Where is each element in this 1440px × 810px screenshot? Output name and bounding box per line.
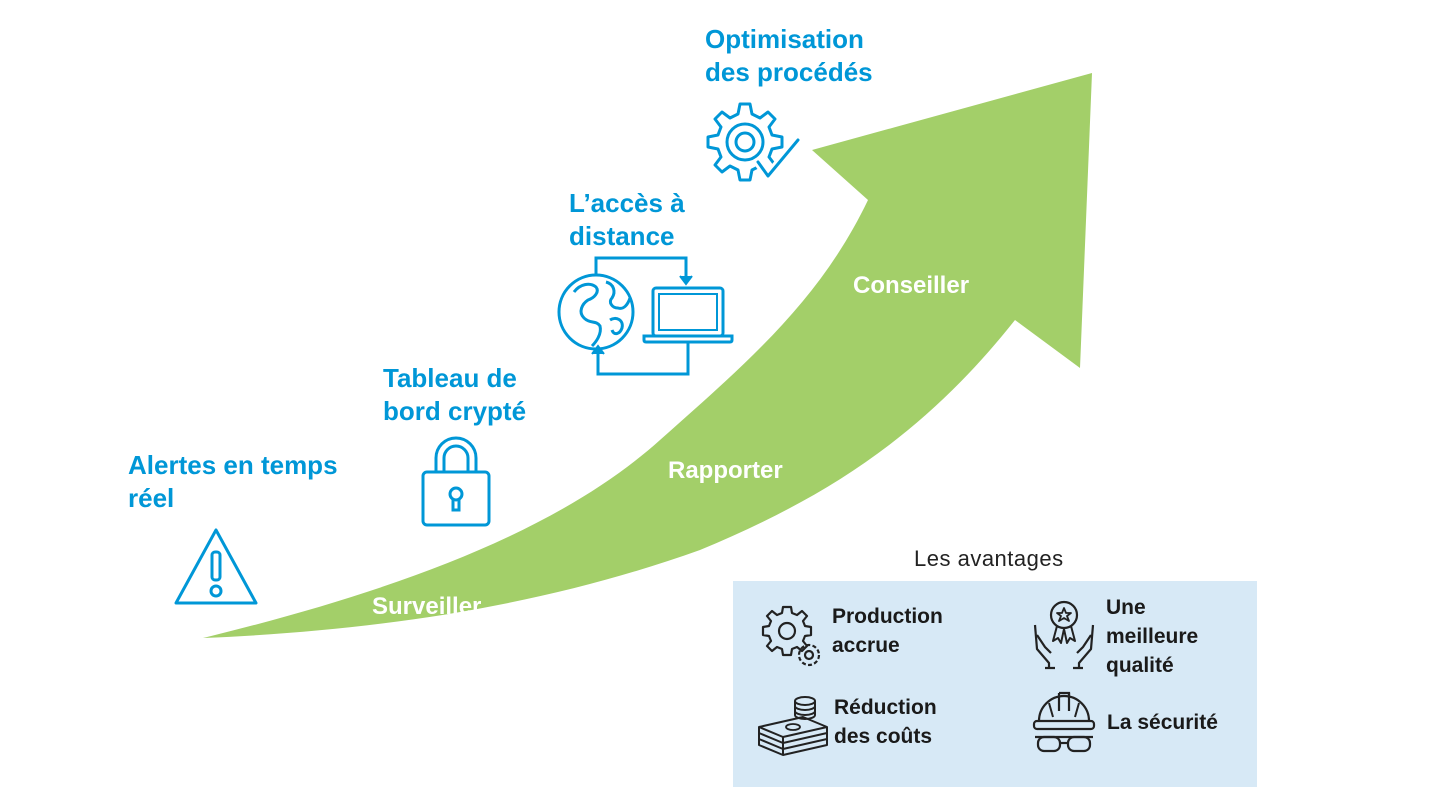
step-alertes-label: Alertes en temps réel (128, 450, 338, 513)
money-stack-icon (755, 693, 831, 759)
arrow-label-conseiller: Conseiller (853, 272, 970, 299)
padlock-icon (420, 436, 492, 528)
step-optimisation-label: Optimisation des procédés (705, 24, 873, 87)
benefit-safety-label: La sécurité (1107, 711, 1218, 734)
growth-arrow-shape (203, 73, 1092, 638)
gear-check-icon (706, 100, 803, 184)
benefits-panel: Production accrue Une meilleure qualité (733, 581, 1257, 787)
laptop-icon (651, 286, 725, 338)
benefit-cost-label: Réduction des coûts (834, 696, 937, 748)
gears-icon (761, 605, 825, 669)
benefits-title: Les avantages (914, 546, 1064, 571)
benefit-quality-label: Une meilleure qualité (1106, 596, 1199, 677)
arrow-label-surveiller: Surveiller (372, 593, 482, 620)
award-hands-icon (1031, 597, 1097, 670)
warning-icon (172, 526, 260, 608)
remote-access-icon (556, 254, 738, 378)
safety-helmet-icon (1031, 689, 1097, 759)
step-tableau-label: Tableau de bord crypté (383, 363, 527, 426)
arrow-label-rapporter: Rapporter (668, 457, 783, 484)
benefit-production-label: Production accrue (832, 605, 943, 657)
step-acces-label: L’accès à distance (569, 188, 685, 251)
